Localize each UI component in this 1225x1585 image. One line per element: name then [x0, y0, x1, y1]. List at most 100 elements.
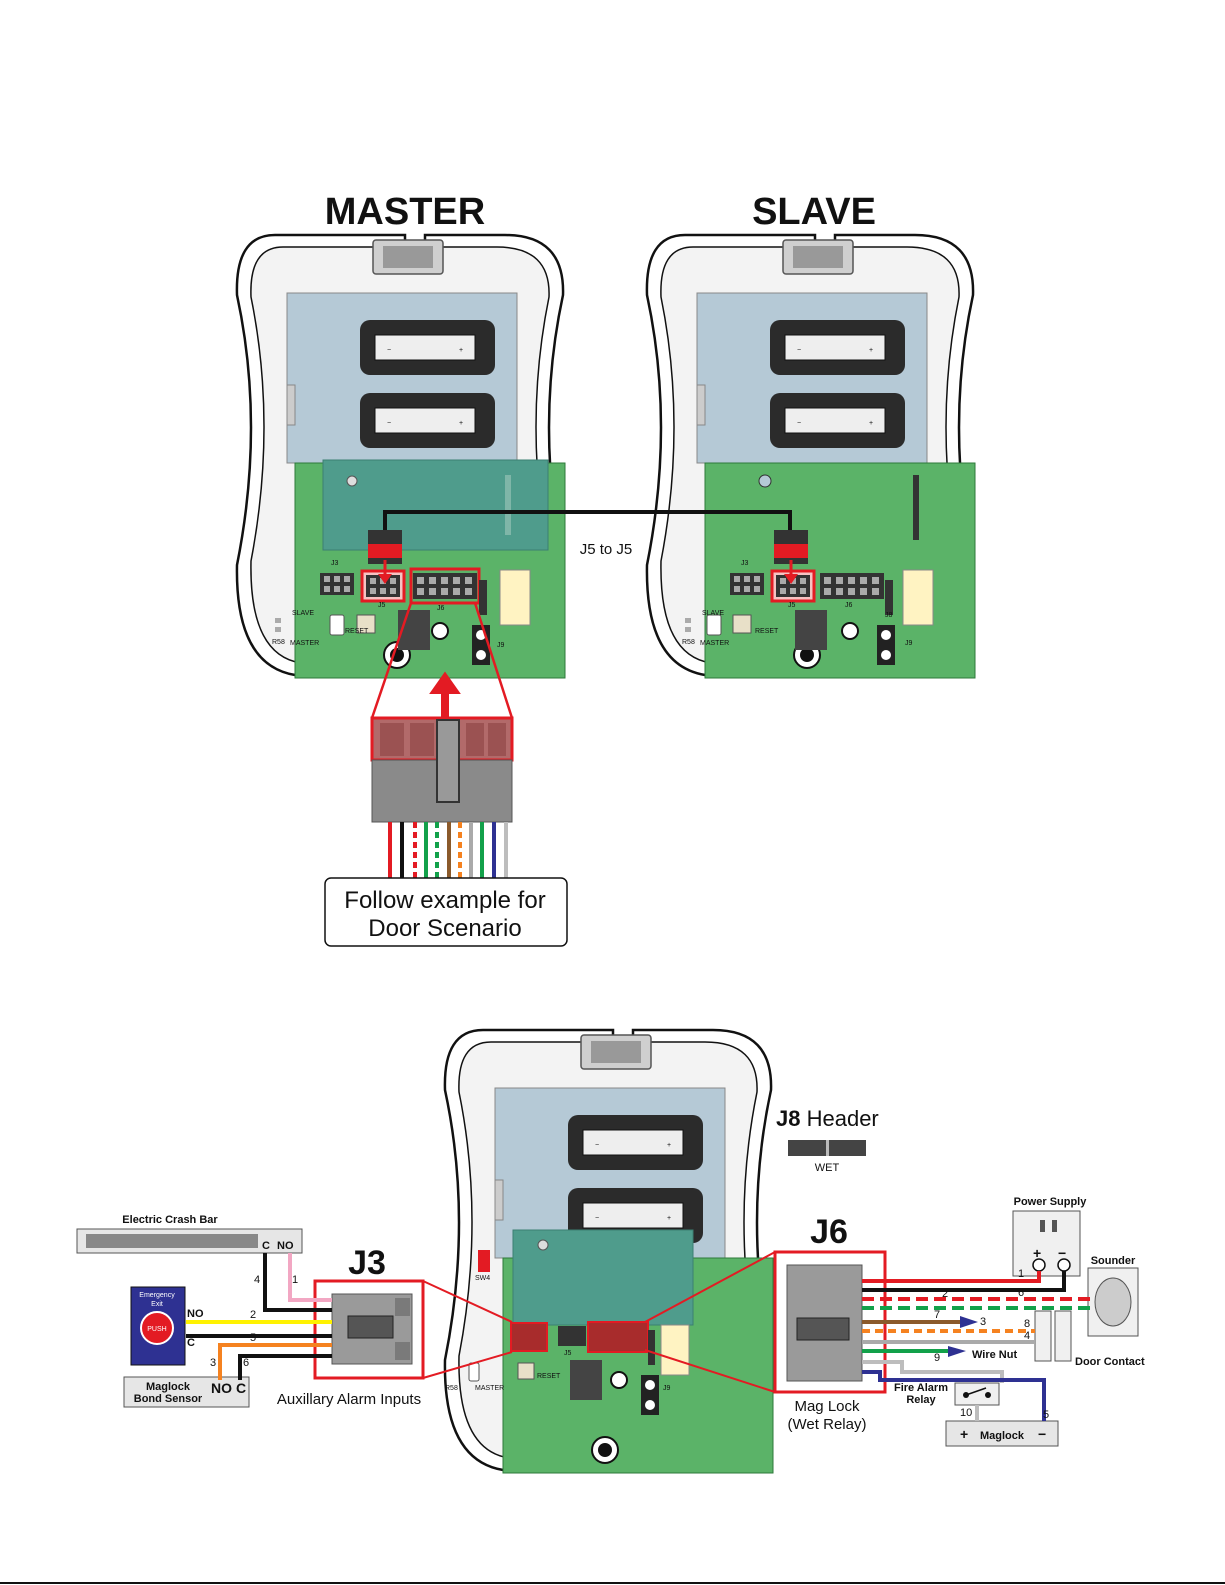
slave-housing: J3 J5 J6 J8 J9 SLAVE MASTER RESET R58: [645, 233, 977, 680]
callout-line2: Door Scenario: [368, 915, 521, 942]
bond-c-terminal: C: [236, 1380, 246, 1396]
maglock-plus: +: [960, 1426, 968, 1442]
exit-no-terminal: NO: [187, 1308, 204, 1320]
slave-j8-label: J8: [885, 612, 893, 619]
bond-line2: Bond Sensor: [134, 1393, 203, 1405]
fire-line1: Fire Alarm: [894, 1382, 948, 1394]
master-j6-label: J6: [437, 605, 445, 612]
bond-sensor: [123, 1376, 250, 1408]
mag-lock-line1: Mag Lock: [794, 1398, 860, 1415]
door-contact-label: Door Contact: [1075, 1356, 1145, 1368]
slave-slave-label: SLAVE: [702, 610, 724, 617]
master-title: MASTER: [325, 191, 485, 233]
slave-j5-label: J5: [788, 602, 796, 609]
left-wiring: [186, 1253, 332, 1380]
sounder-label: Sounder: [1091, 1255, 1136, 1267]
ps-minus: −: [1058, 1245, 1066, 1261]
bottom-r58-label: R58: [445, 1385, 458, 1392]
bond-no-terminal: NO: [211, 1380, 232, 1396]
bottom-reset-label: RESET: [537, 1373, 561, 1380]
master-slave-label: SLAVE: [292, 610, 314, 617]
emergency-line2: Exit: [151, 1301, 163, 1308]
crash-bar-label: Electric Crash Bar: [122, 1214, 218, 1226]
slave-reset-label: RESET: [755, 628, 779, 635]
slave-title: SLAVE: [752, 191, 876, 233]
master-j5-label: J5: [378, 602, 386, 609]
wire-5-label: 5: [250, 1332, 256, 1344]
exit-c-terminal: C: [187, 1337, 195, 1349]
mag-lock-line2: (Wet Relay): [788, 1416, 867, 1433]
wire-1-label: 1: [292, 1274, 298, 1286]
slave-j3-label: J3: [741, 560, 749, 567]
j3-zoom-lines: [422, 1280, 513, 1379]
rwire-2-label: 2: [942, 1288, 948, 1300]
wet-label: WET: [815, 1162, 840, 1174]
fire-line2: Relay: [906, 1394, 936, 1406]
emergency-exit-button: Emergency Exit PUSH: [130, 1286, 186, 1366]
wire-3-label: 3: [210, 1357, 216, 1369]
j3-connector: [331, 1293, 413, 1365]
aux-alarm-label: Auxillary Alarm Inputs: [277, 1391, 421, 1408]
wire-nut-label: Wire Nut: [972, 1349, 1017, 1361]
bottom-housing: SW4 J5 J9 MASTER RESET R58: [443, 1028, 775, 1475]
door-contact: [1034, 1310, 1052, 1362]
j3-zoom-box: [313, 1279, 425, 1380]
door-scenario-callout: [324, 877, 568, 947]
j6-connector-zoom: [370, 716, 514, 823]
ps-plus: +: [1033, 1245, 1041, 1261]
slave-j9-label: J9: [905, 640, 913, 647]
crash-c-terminal: C: [262, 1240, 270, 1252]
master-master-label: MASTER: [290, 640, 319, 647]
bottom-sw4-label: SW4: [475, 1275, 490, 1282]
rwire-8-label: 8: [1024, 1318, 1030, 1330]
rwire-4-label: 4: [1024, 1330, 1030, 1342]
bond-line1: Maglock: [146, 1381, 191, 1393]
rwire-1-label: 1: [1018, 1268, 1024, 1280]
j6-zoom-lines: [644, 1251, 776, 1393]
rwire-3-label: 3: [980, 1316, 986, 1328]
j8-rest: Header: [800, 1106, 878, 1131]
bottom-master-label: MASTER: [475, 1385, 504, 1392]
wire-6-label: 6: [243, 1357, 249, 1369]
wire-2-label: 2: [250, 1309, 256, 1321]
master-reset-label: RESET: [345, 628, 369, 635]
zoom-lines: [370, 602, 514, 719]
fire-alarm-relay: [954, 1382, 1000, 1406]
wire-4-label: 4: [254, 1274, 260, 1286]
maglock: [945, 1420, 1059, 1447]
callout-line1: Follow example for: [344, 887, 545, 914]
slave-master-label: MASTER: [700, 640, 729, 647]
wire-nut-icon: [960, 1316, 978, 1328]
wire-nut-icon-2: [948, 1346, 966, 1357]
master-r58-label: R58: [272, 639, 285, 646]
right-wiring: [862, 1271, 1090, 1421]
crash-no-terminal: NO: [277, 1240, 294, 1252]
rwire-10-label: 10: [960, 1407, 972, 1419]
maglock-minus: −: [1038, 1426, 1046, 1442]
push-label: PUSH: [147, 1326, 166, 1333]
master-j9-label: J9: [497, 642, 505, 649]
j5-link-cable: [383, 510, 792, 533]
j6-title: J6: [810, 1213, 848, 1251]
insert-arrow: [429, 671, 461, 717]
j8-header-title: J8 Header: [776, 1106, 879, 1131]
rwire-5-label: 5: [1043, 1409, 1049, 1421]
j3-title: J3: [348, 1244, 386, 1282]
slave-j6-label: J6: [845, 602, 853, 609]
j8-bold: J8: [776, 1106, 800, 1131]
j5-to-j5-label: J5 to J5: [580, 541, 633, 558]
harness-wires: [388, 822, 508, 878]
master-housing: J3 J5 J6 J9 SLAVE MASTER RESET R58: [235, 233, 567, 680]
slave-r58-label: R58: [682, 639, 695, 646]
rwire-7-label: 7: [934, 1309, 940, 1321]
master-j3-label: J3: [331, 560, 339, 567]
bottom-j5-label: J5: [564, 1350, 572, 1357]
rwire-6-label: 6: [1018, 1287, 1024, 1299]
j6-connector: [786, 1264, 863, 1382]
emergency-line1: Emergency: [139, 1292, 175, 1299]
power-supply-label: Power Supply: [1014, 1196, 1088, 1208]
bottom-j9-label: J9: [663, 1385, 671, 1392]
maglock-label: Maglock: [980, 1430, 1025, 1442]
rwire-9-label: 9: [934, 1352, 940, 1364]
